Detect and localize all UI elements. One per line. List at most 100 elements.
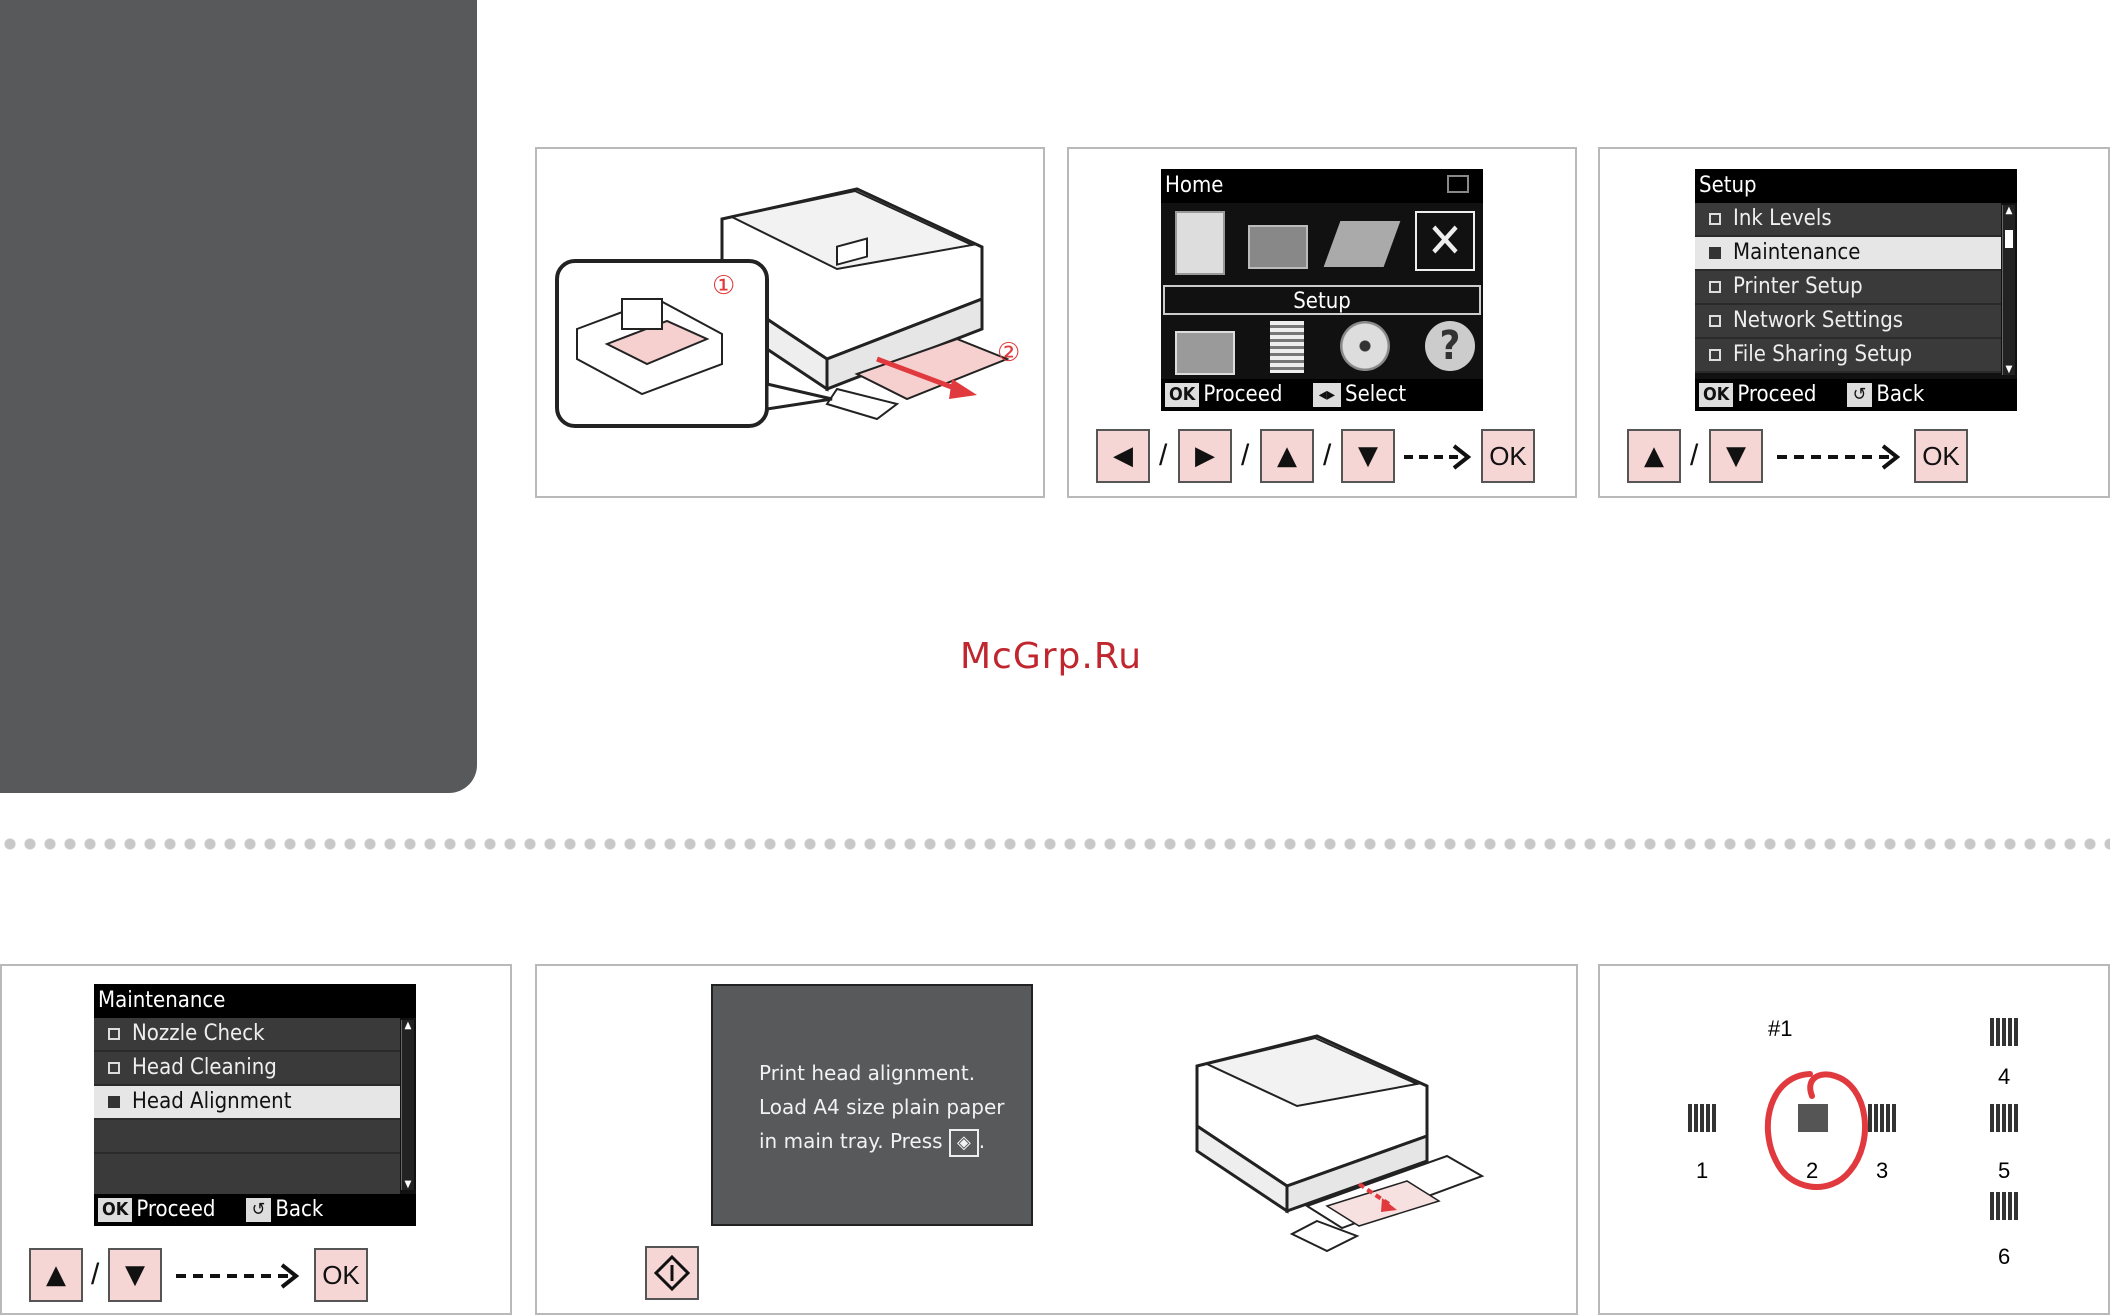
home-selected-label: Setup: [1163, 285, 1481, 315]
start-diamond-icon: ◈: [948, 1129, 979, 1157]
dotted-divider: [0, 838, 2110, 850]
left-arrow-button[interactable]: ◀: [1096, 429, 1150, 483]
maintenance-menu-item-selected[interactable]: Head Alignment: [94, 1086, 400, 1120]
step-panel-setup: Setup Ink Levels Maintenance Printer Set…: [1598, 147, 2110, 498]
pattern-block-3: [1868, 1104, 1898, 1132]
bullet-icon: [1709, 213, 1721, 225]
sheet-icon: [1270, 321, 1305, 373]
right-arrow-button[interactable]: ▶: [1178, 429, 1232, 483]
maintenance-menu-item-label: Head Alignment: [132, 1089, 292, 1114]
down-arrow-button[interactable]: ▼: [1341, 429, 1395, 483]
setup-menu-list: Ink Levels Maintenance Printer Setup Net…: [1695, 203, 2001, 373]
scroll-up-icon: ▲: [404, 1020, 412, 1031]
pattern-block-2: [1798, 1104, 1828, 1132]
ok-button[interactable]: OK: [314, 1248, 368, 1302]
back-icon: ↺: [245, 1198, 272, 1222]
bullet-icon: [1709, 281, 1721, 293]
selection-circle-mark: [1764, 1071, 1869, 1190]
pattern-block-1: [1688, 1104, 1718, 1132]
setup-menu-item[interactable]: Network Settings: [1695, 305, 2001, 339]
scan-icon: [1323, 221, 1401, 267]
pattern-block-6: [1990, 1192, 2020, 1220]
scroll-thumb: [2005, 230, 2013, 248]
setup-menu-item[interactable]: Ink Levels: [1695, 203, 2001, 237]
setup-menu-item-label: Network Settings: [1733, 308, 1904, 333]
setup-proceed-label: Proceed: [1737, 382, 1817, 407]
printer-output-illustration: [1195, 1034, 1485, 1253]
up-arrow-button[interactable]: ▲: [1627, 429, 1681, 483]
down-arrow-button[interactable]: ▼: [108, 1248, 162, 1302]
arrows-chip-icon: ◂▸: [1312, 383, 1342, 407]
ok-chip: OK: [98, 1198, 133, 1222]
setup-menu-item-selected[interactable]: Maintenance: [1695, 237, 2001, 271]
message-line-1: Print head alignment.: [759, 1061, 976, 1085]
dashed-arrow-icon: [176, 1263, 300, 1289]
bullet-icon: [108, 1028, 120, 1040]
scroll-down-icon: ▼: [404, 1179, 412, 1190]
watermark-text: McGrp.Ru: [960, 636, 1143, 677]
maintenance-lcd-screen: Maintenance Nozzle Check Head Cleaning H…: [94, 984, 416, 1226]
setup-menu-item-label: File Sharing Setup: [1733, 342, 1913, 367]
start-button[interactable]: [645, 1246, 699, 1300]
section-side-tab: [0, 0, 477, 793]
up-arrow-button[interactable]: ▲: [1260, 429, 1314, 483]
start-diamond-icon: [654, 1255, 690, 1291]
memory-card-icon: [1248, 225, 1309, 269]
slash-separator: /: [1241, 439, 1250, 472]
maintenance-menu-list: Nozzle Check Head Cleaning Head Alignmen…: [94, 1018, 400, 1194]
message-line-2: Load A4 size plain paper: [759, 1095, 1005, 1119]
slash-separator: /: [91, 1258, 100, 1291]
network-icon: [1447, 175, 1469, 193]
ok-button[interactable]: OK: [1914, 429, 1968, 483]
bullet-icon: [1709, 247, 1721, 259]
ok-chip: OK: [1699, 383, 1734, 407]
pattern-number-2: 2: [1806, 1158, 1819, 1183]
maintenance-menu-item[interactable]: Head Cleaning: [94, 1052, 400, 1086]
setup-menu-item[interactable]: Printer Setup: [1695, 271, 2001, 305]
message-line-3-row: in main tray. Press ◈.: [759, 1124, 1031, 1158]
setup-scrollbar[interactable]: ▲ ▼: [2002, 205, 2015, 375]
ok-chip: OK: [1165, 383, 1200, 407]
step-panel-maintenance: Maintenance Nozzle Check Head Cleaning H…: [0, 964, 512, 1315]
maintenance-scrollbar[interactable]: ▲ ▼: [401, 1020, 414, 1190]
dashed-arrow-icon: [1777, 444, 1901, 470]
tray-step-2-label: ②: [997, 338, 1020, 368]
ok-button[interactable]: OK: [1481, 429, 1535, 483]
bullet-icon: [1709, 315, 1721, 327]
step-panel-load-paper: ② ①: [535, 147, 1045, 498]
home-icons-row-2: ?: [1175, 321, 1475, 377]
bullet-icon: [108, 1096, 120, 1108]
setup-menu-item[interactable]: File Sharing Setup: [1695, 339, 2001, 373]
setup-lcd-screen: Setup Ink Levels Maintenance Printer Set…: [1695, 169, 2017, 411]
tray-step-1-label: ①: [712, 271, 735, 301]
home-title: Home: [1161, 169, 1483, 203]
scroll-up-icon: ▲: [2005, 205, 2013, 216]
maintenance-title: Maintenance: [94, 984, 416, 1018]
bullet-icon: [108, 1062, 120, 1074]
setup-menu-item-label: Maintenance: [1733, 240, 1861, 265]
scroll-down-icon: ▼: [2005, 364, 2013, 375]
maintenance-menu-item[interactable]: Nozzle Check: [94, 1018, 400, 1052]
maintenance-menu-empty-row: [94, 1120, 400, 1154]
step-panel-print-alignment: Print head alignment. Load A4 size plain…: [535, 964, 1578, 1315]
dashed-arrow-icon: [1404, 444, 1472, 470]
home-select-label: Select: [1345, 382, 1407, 407]
pattern-number-1: 1: [1696, 1158, 1709, 1183]
setup-menu-item-label: Printer Setup: [1733, 274, 1863, 299]
up-arrow-button[interactable]: ▲: [29, 1248, 83, 1302]
printer-tray-illustration: ② ①: [555, 187, 1020, 428]
pattern-number-6: 6: [1998, 1244, 2011, 1269]
home-icons-row-1: ✕: [1175, 211, 1475, 277]
pattern-block-5: [1990, 1104, 2020, 1132]
pattern-number-5: 5: [1998, 1158, 2011, 1183]
pattern-number-4: 4: [1998, 1064, 2011, 1089]
maintenance-proceed-label: Proceed: [136, 1197, 216, 1222]
down-arrow-button[interactable]: ▼: [1709, 429, 1763, 483]
maintenance-menu-item-label: Nozzle Check: [132, 1021, 265, 1046]
maintenance-back-label: Back: [275, 1197, 324, 1222]
